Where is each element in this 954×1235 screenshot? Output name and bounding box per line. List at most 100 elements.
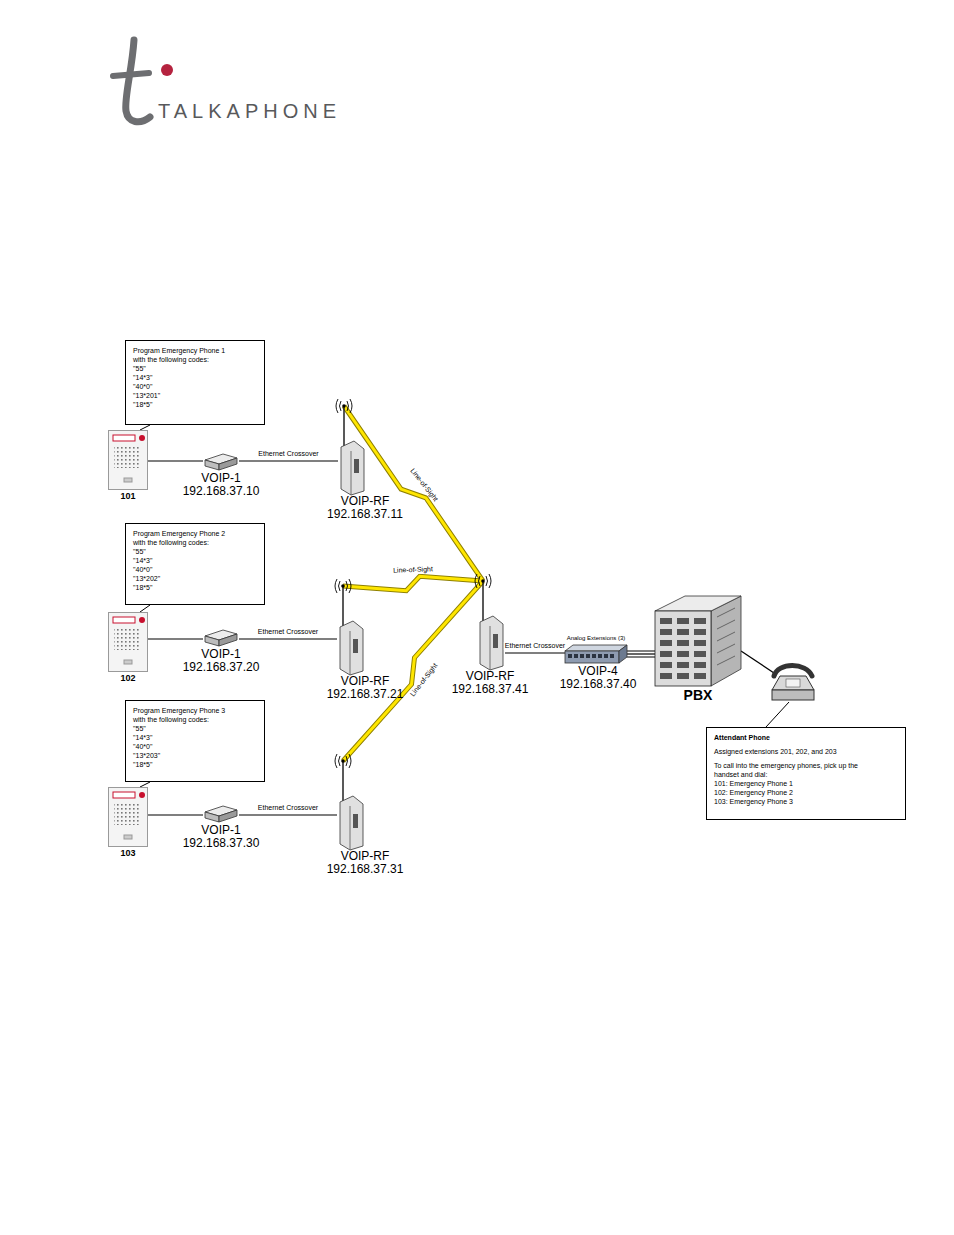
- logo-dot: [161, 64, 173, 76]
- connector-label: Ethernet Crossover: [504, 642, 566, 650]
- connector-label: Ethernet Crossover: [257, 450, 319, 458]
- callout-leader: [140, 782, 150, 787]
- ip-address: 192.168.37.10: [171, 485, 271, 498]
- cable: [505, 652, 565, 653]
- ip-address: 192.168.37.41: [440, 683, 540, 696]
- device-name: VOIP-1: [171, 824, 271, 837]
- cable: [627, 653, 655, 654]
- note-line: "13*203": [133, 751, 257, 760]
- note-heading: Attendant Phone: [714, 733, 898, 742]
- emergency-phone-icon: [108, 430, 148, 490]
- voip-rf-radio: VOIP-RF192.168.37.31: [315, 758, 415, 876]
- note-box: Attendant PhoneAssigned extensions 201, …: [706, 727, 906, 820]
- emergency-phone: 101: [108, 430, 148, 502]
- note-line: "55": [133, 547, 257, 556]
- cable: [239, 638, 337, 639]
- note-line: 101: Emergency Phone 1: [714, 779, 898, 788]
- note-line: "40*0": [133, 382, 257, 391]
- voip-rf-radio-icon: [338, 403, 366, 495]
- emergency-phone-icon: [108, 612, 148, 672]
- cable: [148, 638, 203, 639]
- extension-wire: [627, 657, 655, 658]
- ip-address: 192.168.37.11: [315, 508, 415, 521]
- note-heading: Program Emergency Phone 3 with the follo…: [133, 706, 233, 724]
- note-line: "18*5": [133, 583, 257, 592]
- emergency-phone-icon: [108, 787, 148, 847]
- leader-line: [766, 702, 789, 727]
- brand-name: TALKAPHONE: [158, 100, 341, 123]
- extension-wire: [627, 651, 655, 652]
- callout-leader: [140, 605, 150, 612]
- ip-address: 192.168.37.21: [315, 688, 415, 701]
- device-name: VOIP-RF: [440, 670, 540, 683]
- note-line: "13*201": [133, 391, 257, 400]
- note-line: "14*3": [133, 556, 257, 565]
- wireless-link: [343, 581, 483, 761]
- note-line: "13*202": [133, 574, 257, 583]
- extension-number: 102: [108, 672, 148, 684]
- ip-address: 192.168.37.40: [548, 678, 648, 691]
- note-heading: Program Emergency Phone 2 with the follo…: [133, 529, 233, 547]
- device-name: VOIP-RF: [315, 495, 415, 508]
- note-line: "18*5": [133, 760, 257, 769]
- ip-address: 192.168.37.30: [171, 837, 271, 850]
- note-heading: Program Emergency Phone 1 with the follo…: [133, 346, 233, 364]
- voip-rf-radio: VOIP-RF192.168.37.21: [315, 583, 415, 701]
- logo-t-stem: [126, 40, 150, 122]
- voip-4-device-icon: [565, 643, 627, 665]
- logo-t-bar: [113, 73, 149, 76]
- note-line: "55": [133, 364, 257, 373]
- connector-label: Analog Extensions (3): [566, 634, 627, 642]
- cable: [148, 460, 203, 461]
- phone-cord: [741, 651, 777, 675]
- cable: [239, 814, 337, 815]
- voip-rf-radio-icon: [337, 583, 365, 675]
- lightning-outline: [344, 406, 483, 581]
- connector-label: Ethernet Crossover: [257, 804, 319, 812]
- note-line: "55": [133, 724, 257, 733]
- note-line: 103: Emergency Phone 3: [714, 797, 898, 806]
- emergency-phone: 102: [108, 612, 148, 684]
- device-name: VOIP-RF: [315, 850, 415, 863]
- note-box: Program Emergency Phone 3 with the follo…: [125, 700, 265, 782]
- note-line: "40*0": [133, 565, 257, 574]
- voip-1-device-icon: [203, 804, 239, 824]
- lightning-outline: [343, 581, 483, 761]
- lightning-outline: [343, 576, 483, 590]
- emergency-phone: 103: [108, 787, 148, 859]
- ip-address: 192.168.37.20: [171, 661, 271, 674]
- connector-label: Line-of-Sight: [392, 565, 434, 574]
- note-box: Program Emergency Phone 2 with the follo…: [125, 523, 265, 605]
- voip-1-device-icon: [203, 452, 239, 472]
- wireless-link: [344, 406, 483, 581]
- note-line: "14*3": [133, 733, 257, 742]
- ip-address: 192.168.37.31: [315, 863, 415, 876]
- wireless-link: [343, 576, 483, 590]
- note-line: To call into the emergency phones, pick …: [714, 761, 864, 779]
- voip-rf-radio: VOIP-RF192.168.37.41: [440, 578, 540, 696]
- pbx-system-icon: [655, 595, 741, 687]
- callout-leader: [140, 425, 150, 430]
- voip-4-device: VOIP-4192.168.37.40: [548, 643, 648, 691]
- note-line: Assigned extensions 201, 202, and 203: [714, 747, 898, 756]
- note-line: "40*0": [133, 742, 257, 751]
- note-line: 102: Emergency Phone 2: [714, 788, 898, 797]
- extension-number: 101: [108, 490, 148, 502]
- voip-1-device-icon: [203, 628, 239, 648]
- device-name: VOIP-RF: [315, 675, 415, 688]
- note-line: "14*3": [133, 373, 257, 382]
- cable: [148, 814, 203, 815]
- device-name: VOIP-1: [171, 648, 271, 661]
- extension-number: 103: [108, 847, 148, 859]
- device-name: PBX: [648, 687, 748, 703]
- connector-label: Ethernet Crossover: [257, 628, 319, 636]
- voip-1-device: VOIP-1192.168.37.10: [171, 452, 271, 498]
- device-name: VOIP-4: [548, 665, 648, 678]
- attendant-telephone: [772, 666, 814, 701]
- note-line: "18*5": [133, 400, 257, 409]
- voip-rf-radio-icon: [337, 758, 365, 850]
- pbx-system: PBX: [648, 595, 748, 703]
- device-name: VOIP-1: [171, 472, 271, 485]
- voip-rf-radio-icon: [477, 578, 505, 670]
